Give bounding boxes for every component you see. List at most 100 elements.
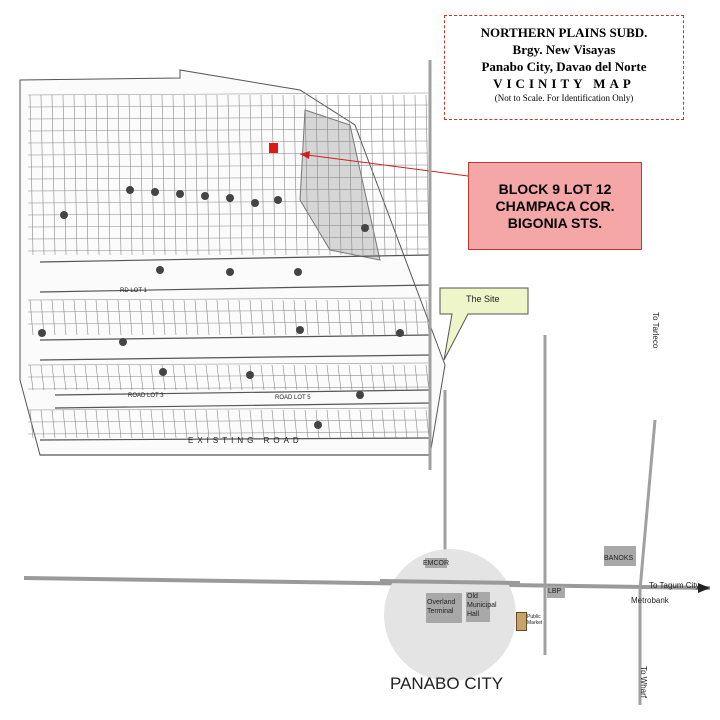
lot-line (370, 94, 375, 256)
callout-arrow (299, 153, 469, 177)
lot-line (381, 299, 386, 336)
park-marker (201, 192, 209, 200)
lot-line (326, 94, 331, 256)
park-marker (159, 368, 167, 376)
lot-line (414, 94, 419, 256)
lot-line (27, 386, 429, 390)
lot-line (27, 140, 429, 144)
lot-line (84, 409, 89, 439)
lot-line (337, 364, 342, 391)
lot-line (304, 409, 309, 439)
lot-line (205, 299, 210, 336)
lot-line (194, 299, 199, 336)
lot-line (62, 94, 67, 256)
lot-line (370, 409, 375, 439)
lot-line (348, 409, 353, 439)
target-lot-marker (269, 143, 278, 153)
lot-line (238, 94, 243, 256)
lot-line (282, 364, 287, 391)
lot-line (315, 94, 320, 256)
lot-line (183, 364, 188, 391)
lot-line (84, 94, 89, 256)
lot-line (95, 299, 100, 336)
lot-line (249, 299, 254, 336)
lot-line (51, 364, 56, 391)
lbp-building (547, 586, 565, 598)
lot-line (95, 94, 100, 256)
lot-callout-box: BLOCK 9 LOT 12 CHAMPACA COR. BIGONIA STS… (468, 162, 642, 250)
road-lot-3-label: ROAD LOT 3 (128, 393, 164, 399)
lot-line (27, 374, 429, 378)
lot-line (172, 94, 177, 256)
lot-line (348, 94, 353, 256)
lot-street-2: BIGONIA STS. (507, 214, 603, 231)
lot-line (27, 224, 429, 228)
lot-line (106, 364, 111, 391)
lot-line (27, 362, 429, 366)
lot-line (337, 299, 342, 336)
to-tagum-label: To Tagum City (649, 581, 700, 590)
lot-line (183, 299, 188, 336)
lot-line (27, 128, 429, 132)
lot-line (172, 364, 177, 391)
lot-line (161, 94, 166, 256)
lot-line (249, 94, 254, 256)
lot-line (293, 364, 298, 391)
lot-line (227, 299, 232, 336)
lot-line (392, 94, 397, 256)
lot-line (62, 299, 67, 336)
lot-line (27, 248, 429, 252)
lot-line (414, 409, 419, 439)
lot-line (117, 94, 122, 256)
park-marker (356, 391, 364, 399)
lot-line (27, 104, 429, 108)
park-marker (119, 338, 127, 346)
public-market-building (516, 612, 527, 631)
lot-line (128, 299, 133, 336)
park-marker (396, 329, 404, 337)
lot-line (304, 364, 309, 391)
to-tarleco-label: To Tarleco (651, 312, 660, 349)
lot-line (27, 188, 429, 192)
tagum-arrow-head (698, 583, 710, 593)
road-lot-1-label: RD LOT 1 (120, 288, 147, 294)
lot-line (359, 364, 364, 391)
callout-arrow-head (300, 151, 310, 159)
lot-line (403, 364, 408, 391)
lot-line (271, 409, 276, 439)
lot-line (348, 364, 353, 391)
lot-line (403, 299, 408, 336)
lot-line (381, 94, 386, 256)
lot-line (194, 364, 199, 391)
park-marker (314, 421, 322, 429)
lot-block: BLOCK 9 LOT 12 (498, 180, 612, 197)
lot-street-1: CHAMPACA COR. (495, 197, 615, 214)
lot-line (51, 409, 56, 439)
existing-road-label: EXISTING ROAD (188, 436, 303, 445)
overland-terminal-building (426, 593, 462, 623)
lot-line (117, 299, 122, 336)
lot-line (40, 364, 45, 391)
lot-line (337, 409, 342, 439)
park-marker (246, 371, 254, 379)
lot-line (370, 364, 375, 391)
lot-line (260, 409, 265, 439)
park-marker (60, 211, 68, 219)
main-road-overlay (379, 579, 521, 585)
main-roads (23, 60, 711, 705)
lot-line (139, 299, 144, 336)
lot-line (29, 364, 34, 391)
lot-line (315, 299, 320, 336)
lot-line (392, 409, 397, 439)
lot-line (403, 94, 408, 256)
lot-line (150, 94, 155, 256)
lot-line (293, 94, 298, 256)
lot-line (150, 364, 155, 391)
map-title-box: NORTHERN PLAINS SUBD. Brgy. New Visayas … (444, 15, 684, 120)
lot-line (271, 364, 276, 391)
lot-line (194, 94, 199, 256)
lot-line (205, 364, 210, 391)
lot-line (27, 297, 429, 301)
lot-line (84, 364, 89, 391)
lot-line (216, 299, 221, 336)
